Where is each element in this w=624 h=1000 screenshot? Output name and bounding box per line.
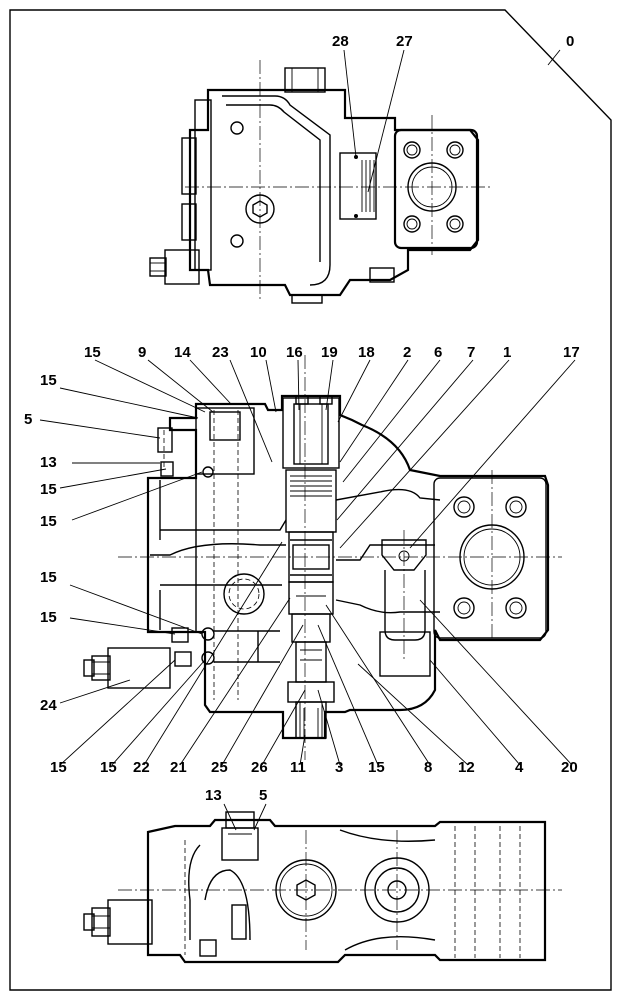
middle-view-labels-left: 15 5 13 15 15 15 15 24	[24, 372, 57, 714]
label-15-top: 15	[84, 344, 101, 361]
middle-view-leaders	[39, 359, 576, 766]
label-11: 11	[290, 759, 306, 776]
label-15-bottom-3: 15	[368, 759, 385, 776]
label-15-left-1: 15	[40, 372, 57, 389]
label-26: 26	[251, 759, 268, 776]
top-view-leaders	[343, 49, 561, 193]
bottom-view	[83, 811, 562, 964]
label-15-left-5: 15	[40, 609, 57, 626]
label-18: 18	[358, 344, 375, 361]
middle-view	[83, 355, 562, 760]
top-view	[149, 60, 490, 304]
bottom-view-leaders	[223, 803, 267, 831]
label-15-left-4: 15	[40, 569, 57, 586]
label-20: 20	[561, 759, 578, 776]
label-15-bottom-1: 15	[50, 759, 67, 776]
label-1: 1	[503, 344, 511, 361]
bottom-view-labels: 13 5	[205, 787, 267, 804]
label-15-left-3: 15	[40, 513, 57, 530]
label-27: 27	[396, 33, 413, 50]
label-2: 2	[403, 344, 411, 361]
label-16: 16	[286, 344, 303, 361]
label-0: 0	[566, 33, 574, 50]
label-24: 24	[40, 697, 57, 714]
middle-view-labels-bottom: 15 15 22 21 25 26 11 3 15 8 12 4 20	[50, 759, 578, 776]
label-7: 7	[467, 344, 475, 361]
label-15-left-2: 15	[40, 481, 57, 498]
label-23: 23	[212, 344, 229, 361]
label-13-left: 13	[40, 454, 57, 471]
label-28: 28	[332, 33, 349, 50]
sheet-border	[9, 9, 612, 991]
label-3: 3	[335, 759, 343, 776]
label-9: 9	[138, 344, 146, 361]
label-12: 12	[458, 759, 475, 776]
label-15-bottom-2: 15	[100, 759, 117, 776]
label-8: 8	[424, 759, 432, 776]
label-5-left: 5	[24, 411, 32, 428]
label-22: 22	[133, 759, 150, 776]
label-17: 17	[563, 344, 580, 361]
label-25: 25	[211, 759, 228, 776]
label-10: 10	[250, 344, 267, 361]
label-14: 14	[174, 344, 191, 361]
label-19: 19	[321, 344, 338, 361]
label-6: 6	[434, 344, 442, 361]
label-4: 4	[515, 759, 524, 776]
label-13-bottom: 13	[205, 787, 222, 804]
label-21: 21	[170, 759, 187, 776]
top-view-labels: 28 27 0	[332, 33, 574, 50]
label-5-bottom: 5	[259, 787, 267, 804]
middle-view-labels-top: 15 9 14 23 10 16 19 18 2 6 7 1 17	[84, 344, 580, 361]
